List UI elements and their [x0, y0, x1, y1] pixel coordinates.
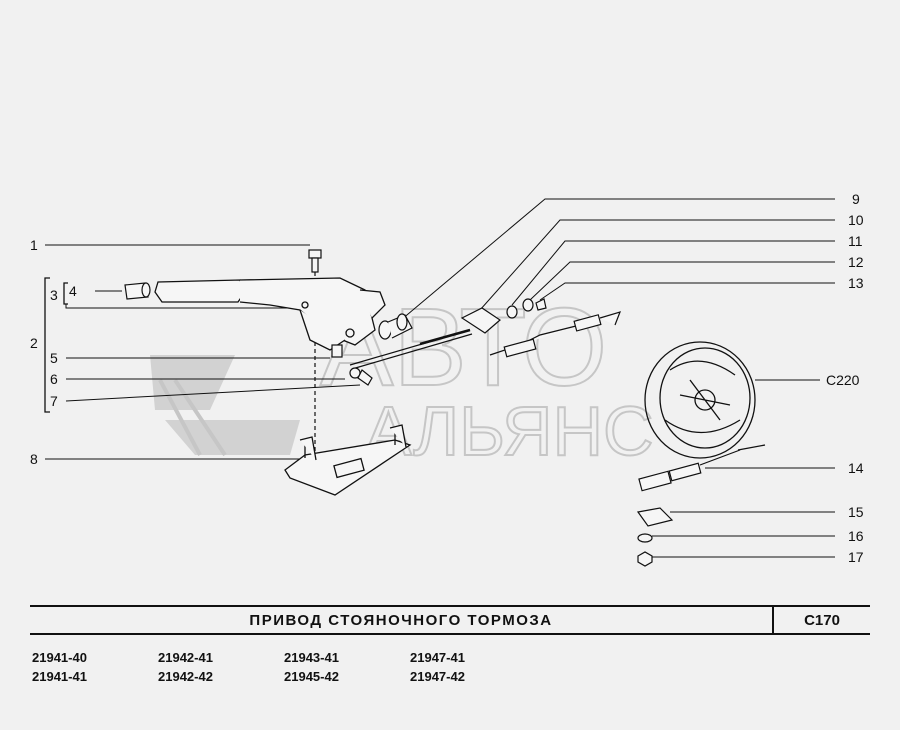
front-rod: [349, 328, 473, 370]
group-bracket-3-lead: [65, 304, 290, 309]
callout-11: 11: [848, 233, 863, 249]
clip-pin-parts: [331, 344, 373, 386]
mounting-bracket: [284, 424, 412, 496]
adjuster-sleeve: [378, 313, 413, 340]
callout-1: 1: [30, 237, 38, 253]
group-bracket-2: [44, 277, 50, 413]
parts-diagram: АВТО АЛЬЯНС: [30, 191, 864, 567]
small-hardware: [636, 507, 674, 567]
callout-10: 10: [848, 212, 864, 228]
callout-c220: C220: [826, 372, 860, 388]
title-bar: ПРИВОД СТОЯНОЧНОГО ТОРМОЗА C170: [30, 605, 870, 635]
title-divider: [772, 607, 774, 633]
lever-assembly: [154, 277, 386, 351]
model-code: 21947-42: [410, 669, 465, 684]
group-bracket-3: [63, 282, 68, 305]
callout-15: 15: [848, 504, 864, 520]
callout-5: 5: [50, 350, 58, 366]
left-leaders: [45, 244, 361, 460]
model-code: 21945-42: [284, 669, 339, 684]
model-code: 21942-42: [158, 669, 213, 684]
callout-6: 6: [50, 371, 58, 387]
right-leaders: [394, 198, 835, 558]
callout-14: 14: [848, 460, 864, 476]
callout-4: 4: [69, 283, 77, 299]
callout-13: 13: [848, 275, 864, 291]
lever-handle-cap: [124, 282, 151, 300]
cable-guide-plate: [460, 298, 547, 334]
model-code: 21947-41: [410, 650, 465, 665]
callout-16: 16: [848, 528, 864, 544]
callout-17: 17: [848, 549, 864, 565]
callout-2: 2: [30, 335, 38, 351]
cable-end: [638, 449, 741, 492]
rear-cable: [489, 311, 621, 358]
model-code: 21942-41: [158, 650, 213, 665]
model-code: 21941-41: [32, 669, 87, 684]
diagram-title: ПРИВОД СТОЯНОЧНОГО ТОРМОЗА: [249, 612, 553, 629]
model-list: 21941-40 21942-41 21943-41 21947-41 2194…: [30, 650, 530, 690]
page-code: C170: [804, 612, 840, 629]
model-code: 21941-40: [32, 650, 87, 665]
model-code: 21943-41: [284, 650, 339, 665]
callout-12: 12: [848, 254, 864, 270]
brake-mechanism: [644, 341, 766, 459]
callout-9: 9: [852, 191, 860, 207]
watermark-line2: АЛЬЯНС: [365, 392, 654, 470]
callout-7: 7: [50, 393, 58, 409]
callout-3: 3: [50, 287, 58, 303]
callout-8: 8: [30, 451, 38, 467]
